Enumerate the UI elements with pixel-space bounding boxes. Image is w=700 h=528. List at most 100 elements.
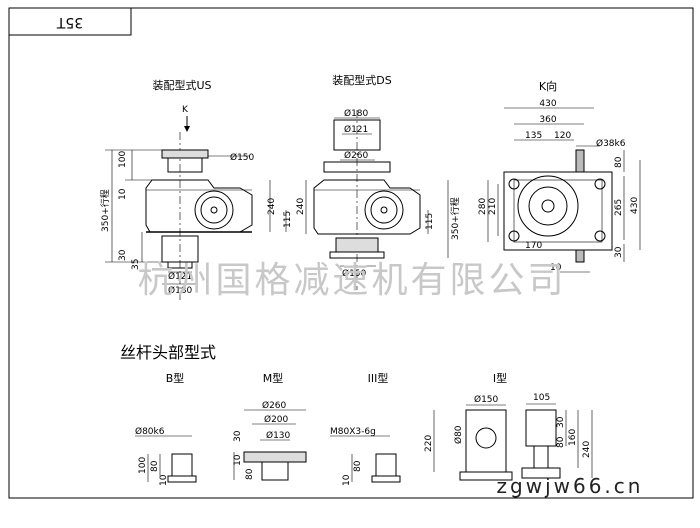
k-dim-10: 10 <box>550 263 562 273</box>
ds-flange <box>323 161 391 173</box>
iii-dim-10: 10 <box>342 474 352 486</box>
us-dim-stroke: 350+行程 <box>99 189 111 232</box>
k-bolt-hole <box>594 178 606 190</box>
drawing-number: 35T <box>56 14 83 30</box>
m-dim-10: 10 <box>233 454 243 466</box>
k-dim-120: 120 <box>554 131 571 141</box>
k-dim-430-v: 430 <box>630 197 640 214</box>
k-arrow-head <box>184 126 190 132</box>
k-housing-circle <box>517 175 579 237</box>
us-view: 装配型式US K 100 10 350+行程 30 35 Ø150 <box>99 78 293 300</box>
us-housing <box>145 179 253 233</box>
i-dim-d80: Ø80 <box>453 425 464 444</box>
k-dim-360: 360 <box>539 115 556 125</box>
b-shaft <box>171 453 193 477</box>
ds-worm-inner <box>370 196 398 224</box>
watermark: 杭州国格减速机有限公司 <box>137 260 566 301</box>
us-top-neck <box>167 157 203 173</box>
ds-lower-plate <box>329 251 385 259</box>
ds-dim-115: 115 <box>425 213 435 230</box>
k-arrow-label: K <box>182 105 189 115</box>
ds-worm-circle <box>364 190 404 230</box>
us-dim-d180: Ø180 <box>168 285 193 296</box>
b-type-label: B型 <box>166 371 185 385</box>
ds-dim-240: 240 <box>296 198 306 215</box>
ds-top-cap <box>333 119 381 151</box>
k-bolt-hole <box>508 178 520 190</box>
ds-view: 装配型式DS Ø180 Ø121 Ø260 Ø150 240 115 350+行… <box>296 73 461 290</box>
iii-dim-80: 80 <box>353 460 363 472</box>
us-top-flange <box>161 149 209 159</box>
us-dim-30: 30 <box>118 249 128 261</box>
i-dim-220: 220 <box>424 435 434 452</box>
k-title: K向 <box>539 79 557 93</box>
ds-worm-center <box>380 206 388 214</box>
ds-lower-flange <box>335 237 379 253</box>
k-dim-280: 280 <box>478 198 488 215</box>
k-dim-210: 210 <box>488 198 498 215</box>
us-dim-100: 100 <box>118 151 128 168</box>
i-type-label: I型 <box>493 371 507 385</box>
ds-dim-d150: Ø150 <box>342 268 367 279</box>
drawing-border <box>8 7 694 499</box>
title-block <box>9 8 132 36</box>
ds-dim-d180: Ø180 <box>344 108 369 119</box>
k-housing-inner <box>528 186 568 226</box>
iii-shaft <box>375 453 397 477</box>
us-title: 装配型式US <box>152 78 211 92</box>
i-base-side <box>521 467 561 479</box>
k-dim-80: 80 <box>614 156 624 168</box>
k-dim-170: 170 <box>525 241 542 251</box>
m-dim-d260: Ø260 <box>262 400 287 411</box>
k-shaft-bottom <box>575 249 585 263</box>
b-flange <box>167 475 197 483</box>
k-dim-shaft: Ø38k6 <box>596 138 626 149</box>
i-head-side <box>525 409 557 447</box>
b-dim-dia: Ø80k6 <box>135 426 165 437</box>
us-worm-circle <box>194 190 234 230</box>
b-type: B型 Ø80k6 100 80 10 <box>135 371 197 486</box>
k-dim-430: 430 <box>539 99 556 109</box>
us-worm-center <box>210 206 218 214</box>
site-watermark: zgwjw66.cn <box>497 474 644 498</box>
ds-title: 装配型式DS <box>332 73 391 87</box>
i-head-front <box>465 409 507 473</box>
ds-dim-d121: Ø121 <box>344 124 368 135</box>
ds-housing <box>313 179 421 235</box>
i-base-front <box>459 471 513 481</box>
m-dim-30: 30 <box>233 430 243 442</box>
k-dim-135: 135 <box>525 131 542 141</box>
ds-dim-stroke: 350+行程 <box>449 197 461 240</box>
us-dim-240: 240 <box>267 198 277 215</box>
k-dim-30: 30 <box>614 246 624 258</box>
k-view: K向 430 360 135 120 Ø38k6 280 210 80 265 <box>478 79 641 273</box>
iii-type-label: III型 <box>368 371 389 385</box>
us-lower-end <box>167 261 193 269</box>
us-dim-115: 115 <box>283 211 293 228</box>
us-dim-d121: Ø121 <box>168 271 192 282</box>
m-dim-80: 80 <box>245 468 255 480</box>
iii-flange <box>371 475 401 483</box>
i-dim-80: 80 <box>556 436 566 448</box>
i-dim-d150: Ø150 <box>474 394 499 405</box>
i-dim-240: 240 <box>582 441 592 458</box>
k-shaft-top <box>575 149 585 173</box>
b-dim-10: 10 <box>159 474 169 486</box>
i-type: I型 Ø150 Ø80 220 105 30 80 160 240 <box>424 371 593 481</box>
k-bolt-hole <box>508 230 520 242</box>
m-dim-d130: Ø130 <box>266 430 291 441</box>
end-types-heading: 丝杆头部型式 <box>120 343 216 362</box>
k-inner-frame <box>513 179 603 243</box>
i-pin-hole <box>475 427 497 449</box>
k-bore <box>541 199 555 213</box>
i-dim-105: 105 <box>533 393 550 403</box>
us-dim-d150: Ø150 <box>230 152 255 163</box>
us-worm-inner <box>200 196 228 224</box>
k-dim-265: 265 <box>614 199 624 216</box>
m-shaft <box>261 461 289 481</box>
ds-dim-d260: Ø260 <box>344 150 369 161</box>
us-dim-35: 35 <box>131 259 141 270</box>
iii-type: III型 M80X3-6g 80 10 <box>330 371 401 486</box>
i-dim-160: 160 <box>568 429 578 446</box>
